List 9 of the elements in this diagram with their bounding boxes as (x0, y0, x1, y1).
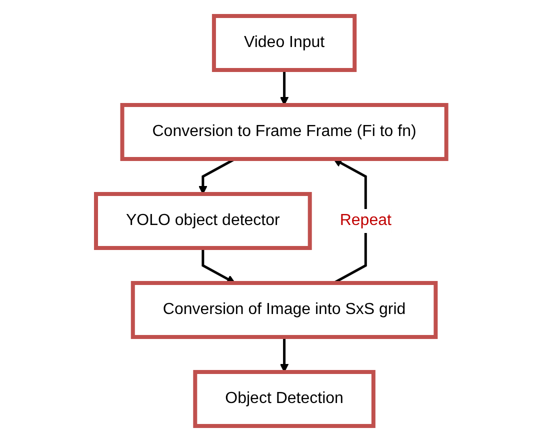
arrow (280, 337, 289, 372)
node-box: YOLO object detector (94, 192, 312, 250)
node-box: Video Input (212, 14, 356, 72)
arrow (280, 70, 289, 106)
node-box: Conversion of Image into SxS grid (130, 281, 438, 339)
edge-label: Repeat (340, 212, 392, 229)
arrow (202, 248, 236, 284)
node-box: Object Detection (192, 370, 376, 428)
node-box: Conversion to Frame Frame (Fi to fn) (120, 103, 448, 161)
